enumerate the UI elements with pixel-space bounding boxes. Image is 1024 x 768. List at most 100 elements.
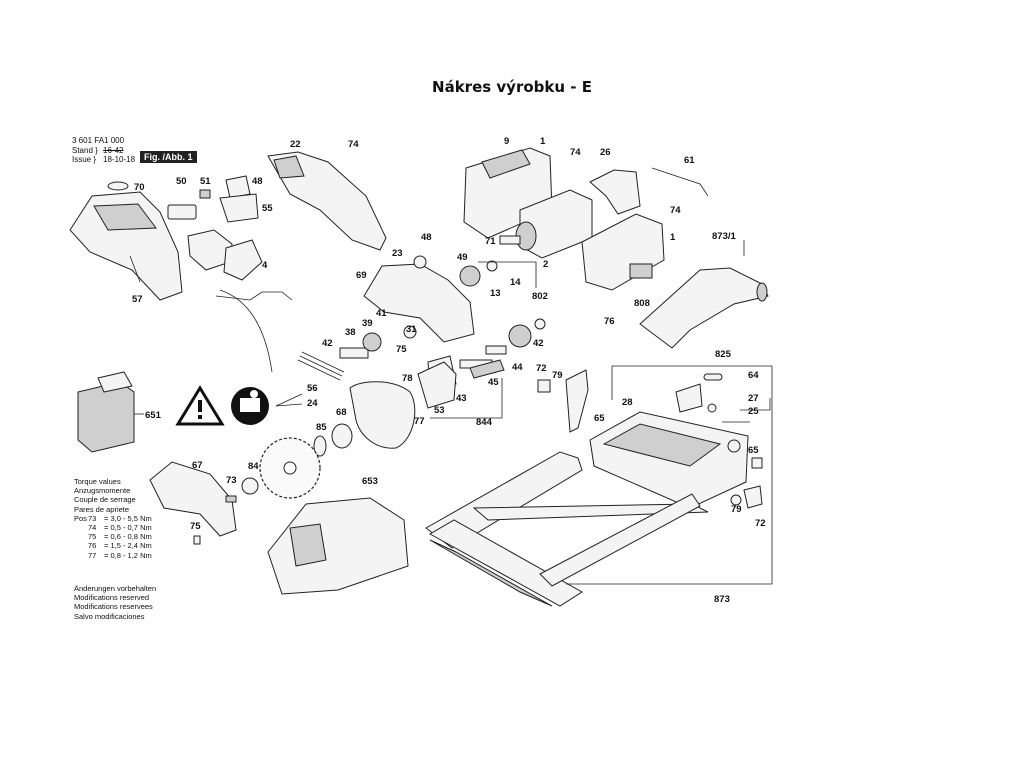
torque-value: = 0,5 - 0,7 Nm <box>104 523 152 533</box>
callout-74-top: 74 <box>348 139 359 150</box>
bearing-housing <box>417 359 505 409</box>
callout-84: 84 <box>248 461 259 472</box>
warning-triangle-icon <box>175 385 225 426</box>
callout-26: 26 <box>600 147 611 158</box>
callout-49: 49 <box>457 252 468 263</box>
figure-badge: Fig. /Abb. 1 <box>140 151 197 163</box>
torque-row: 75= 0,6 - 0,8 Nm <box>74 532 152 541</box>
torque-value: = 0,6 - 0,8 Nm <box>104 532 152 542</box>
callout-51: 51 <box>200 176 211 187</box>
callout-74-right: 74 <box>670 205 681 216</box>
callout-69: 69 <box>356 270 367 281</box>
small-parts-right <box>675 373 763 509</box>
bracket-lines <box>430 240 773 585</box>
charger <box>267 497 409 595</box>
spring <box>297 351 345 381</box>
callout-38: 38 <box>345 327 356 338</box>
callout-22-top: 22 <box>290 139 301 150</box>
read-manual-icon <box>231 387 269 425</box>
guide-rail <box>425 451 709 607</box>
callout-13: 13 <box>490 288 501 299</box>
callout-76: 76 <box>604 316 615 327</box>
callout-23: 23 <box>392 248 403 259</box>
callout-43: 43 <box>456 393 467 404</box>
small-parts-top-left <box>107 175 259 223</box>
torque-line: Anzugsmomente <box>74 486 131 496</box>
callout-70: 70 <box>134 182 145 193</box>
motor-housing-top <box>267 151 387 251</box>
saw-blade <box>259 437 321 499</box>
callout-651: 651 <box>145 410 162 421</box>
torque-pos: 74 <box>88 523 97 533</box>
callout-65-right: 65 <box>748 445 759 456</box>
blade-guard <box>363 263 475 343</box>
changes-line: Änderungen vorbehalten <box>74 584 157 593</box>
callout-44: 44 <box>512 362 523 373</box>
torque-row: Pos73 = 3,0 - 5,5 Nm <box>74 514 152 523</box>
callout-79-right: 79 <box>731 504 742 515</box>
callout-28: 28 <box>622 397 633 408</box>
callout-825: 825 <box>715 349 732 360</box>
torque-pos: 77 <box>88 550 97 560</box>
callout-56: 56 <box>307 383 318 394</box>
callout-79-mid: 79 <box>552 370 563 381</box>
callout-74-mid: 74 <box>570 147 581 158</box>
callout-802: 802 <box>532 291 548 302</box>
callout-873-1: 873/1 <box>712 231 736 242</box>
base-plate <box>589 411 749 509</box>
callout-68: 68 <box>336 407 347 418</box>
callout-85: 85 <box>316 422 327 433</box>
callout-65-mid: 65 <box>594 413 605 424</box>
torque-value: = 1,5 - 2,4 Nm <box>104 541 152 551</box>
icon-leader-arrows <box>275 393 303 407</box>
changes-reserved-block: Änderungen vorbehalten Modifications res… <box>74 584 156 621</box>
torque-value: = 3,0 - 5,5 Nm <box>104 513 152 523</box>
callout-45: 45 <box>488 377 499 388</box>
document-number: 3 601 FA1 000 <box>72 136 125 145</box>
callout-64: 64 <box>748 370 759 381</box>
callout-27: 27 <box>748 393 759 404</box>
callout-24: 24 <box>307 398 318 409</box>
issue-label: Issue } <box>72 155 97 164</box>
callout-71: 71 <box>485 236 496 247</box>
torque-values-block: Torque values Anzugsmomente Couple de se… <box>74 477 152 560</box>
battery-pack <box>77 371 144 453</box>
torque-prefix: Pos <box>74 513 87 523</box>
callout-14: 14 <box>510 277 521 288</box>
torque-row: 77 = 0,8 - 1,2 Nm <box>74 551 152 560</box>
callout-55: 55 <box>262 203 273 214</box>
callout-78: 78 <box>402 373 413 384</box>
torque-line: Couple de serrage <box>74 495 136 505</box>
callout-42-right: 42 <box>533 338 544 349</box>
changes-line: Salvo modificaciones <box>74 611 145 621</box>
callout-653: 653 <box>362 476 378 487</box>
callout-808: 808 <box>634 298 650 309</box>
callout-50: 50 <box>176 176 187 187</box>
callout-1-top: 1 <box>540 136 546 147</box>
lower-guard <box>241 381 416 495</box>
handle-housing-left <box>69 191 183 301</box>
callout-41: 41 <box>376 308 387 319</box>
callout-39: 39 <box>362 318 373 329</box>
callout-1-right: 1 <box>670 232 676 243</box>
motor-cover <box>581 213 665 291</box>
callout-31: 31 <box>406 324 417 335</box>
torque-pos: 76 <box>88 541 97 551</box>
callout-75-mid: 75 <box>396 344 407 355</box>
changes-line: Modifications reservees <box>74 602 153 612</box>
callout-53: 53 <box>434 405 445 416</box>
callout-73: 73 <box>226 475 237 486</box>
torque-value: = 0,8 - 1,2 Nm <box>104 550 152 560</box>
torque-pos: 73 <box>88 513 97 523</box>
callout-48-mid: 48 <box>421 232 432 243</box>
bracket-and-hex-key <box>589 167 709 215</box>
switch-and-wiring <box>129 229 293 373</box>
callout-42-left: 42 <box>322 338 333 349</box>
callout-72-mid: 72 <box>536 363 547 374</box>
page-title: Nákres výrobku - E <box>432 78 592 96</box>
issue-value: 18-10-18 <box>103 155 136 164</box>
callout-844: 844 <box>476 417 493 428</box>
callout-9: 9 <box>504 136 509 147</box>
callout-48-top: 48 <box>252 176 263 187</box>
